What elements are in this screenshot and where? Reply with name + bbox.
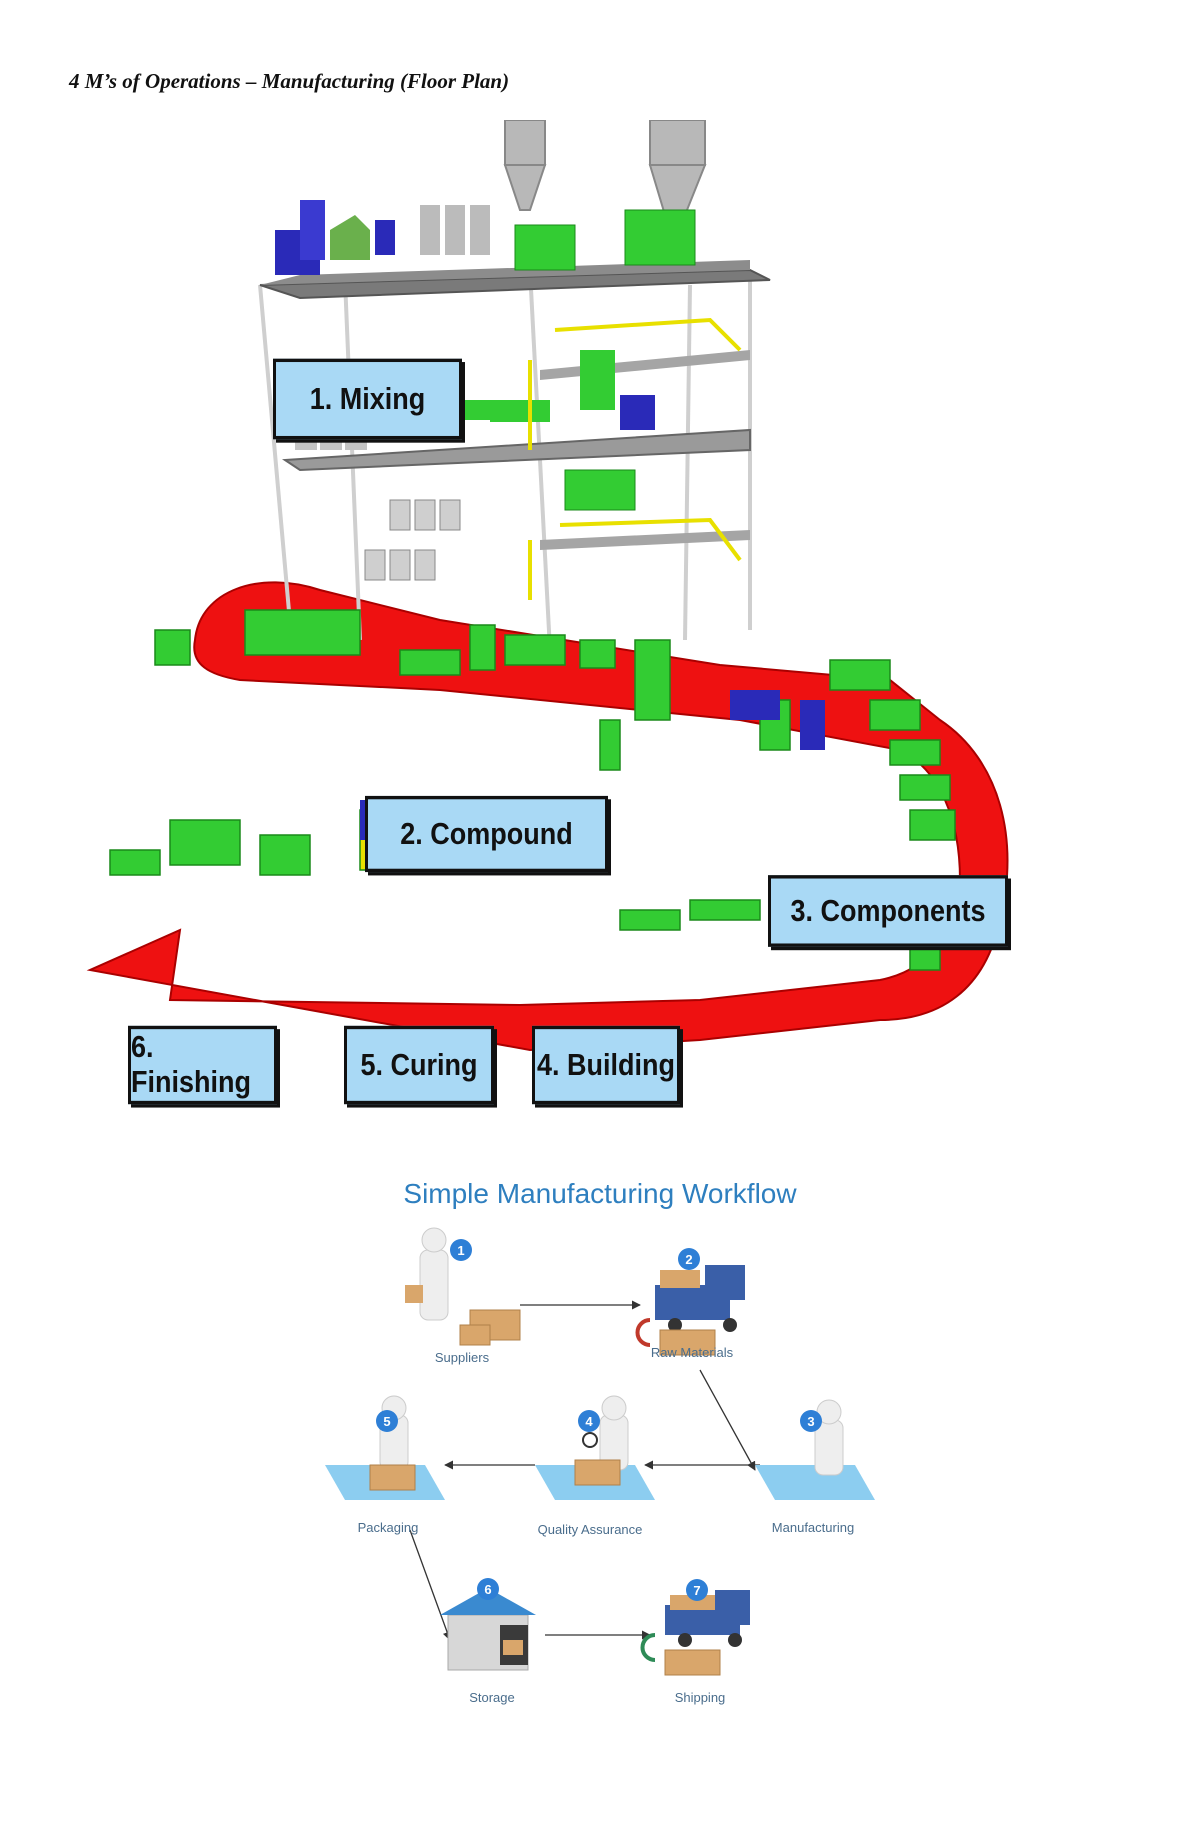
badge-5-number: 5 — [383, 1414, 390, 1429]
floor-plan-illustration — [86, 120, 1009, 1052]
workflow-label-raw-materials: Raw Materials — [650, 1345, 734, 1360]
badge-3 — [800, 1410, 822, 1432]
badge-6-number: 6 — [484, 1582, 491, 1597]
page-title: 4 M’s of Operations – Manufacturing (Flo… — [69, 69, 510, 93]
badge-5 — [376, 1410, 398, 1432]
badge-2 — [678, 1248, 700, 1270]
top-floor — [259, 268, 771, 300]
workflow-step-shipping — [640, 1590, 750, 1676]
badge-1-number: 1 — [457, 1243, 464, 1258]
middle-floor — [281, 428, 751, 472]
workflow-label-storage: Storage — [469, 1690, 515, 1705]
workflow-step-quality-assurance — [535, 1395, 655, 1500]
workflow-label-manufacturing: Manufacturing — [771, 1520, 855, 1535]
stage-label-compound: 2. Compound — [365, 795, 608, 873]
workflow-arrows — [409, 1300, 760, 1641]
stage-label-components: 3. Components — [768, 875, 1008, 947]
badge-2-number: 2 — [685, 1252, 692, 1267]
badge-1 — [450, 1239, 472, 1261]
line-machinery — [109, 609, 956, 971]
workflow-step-raw-materials — [635, 1265, 745, 1356]
workflow-title: Simple Manufacturing Workflow — [403, 1178, 797, 1209]
step-badges — [376, 1239, 822, 1601]
stage-label-mixing: 1. Mixing — [273, 358, 462, 440]
badge-3-number: 3 — [807, 1414, 814, 1429]
workflow-step-storage — [440, 1588, 536, 1671]
badge-4-number: 4 — [585, 1414, 593, 1429]
workflow-step-packaging — [325, 1395, 445, 1500]
badge-7 — [686, 1579, 708, 1601]
stage-label-finishing: 6. Finishing — [128, 1025, 277, 1105]
top-machines — [275, 200, 696, 275]
workflow-label-shipping: Shipping — [674, 1690, 726, 1705]
workflow-label-suppliers: Suppliers — [434, 1350, 490, 1365]
workflow-label-packaging: Packaging — [357, 1520, 419, 1535]
yellow-railings — [528, 317, 742, 600]
stage-label-curing: 5. Curing — [344, 1025, 494, 1105]
badge-7-number: 7 — [693, 1583, 700, 1598]
silos — [503, 120, 707, 216]
workflow-step-manufacturing — [755, 1399, 875, 1500]
crate-stack — [364, 499, 461, 581]
workflow-label-quality-assurance: Quality Assurance — [537, 1522, 643, 1537]
badge-4 — [578, 1410, 600, 1432]
badge-6 — [477, 1578, 499, 1600]
stage-label-building: 4. Building — [532, 1025, 680, 1105]
workflow-step-suppliers — [405, 1227, 521, 1346]
